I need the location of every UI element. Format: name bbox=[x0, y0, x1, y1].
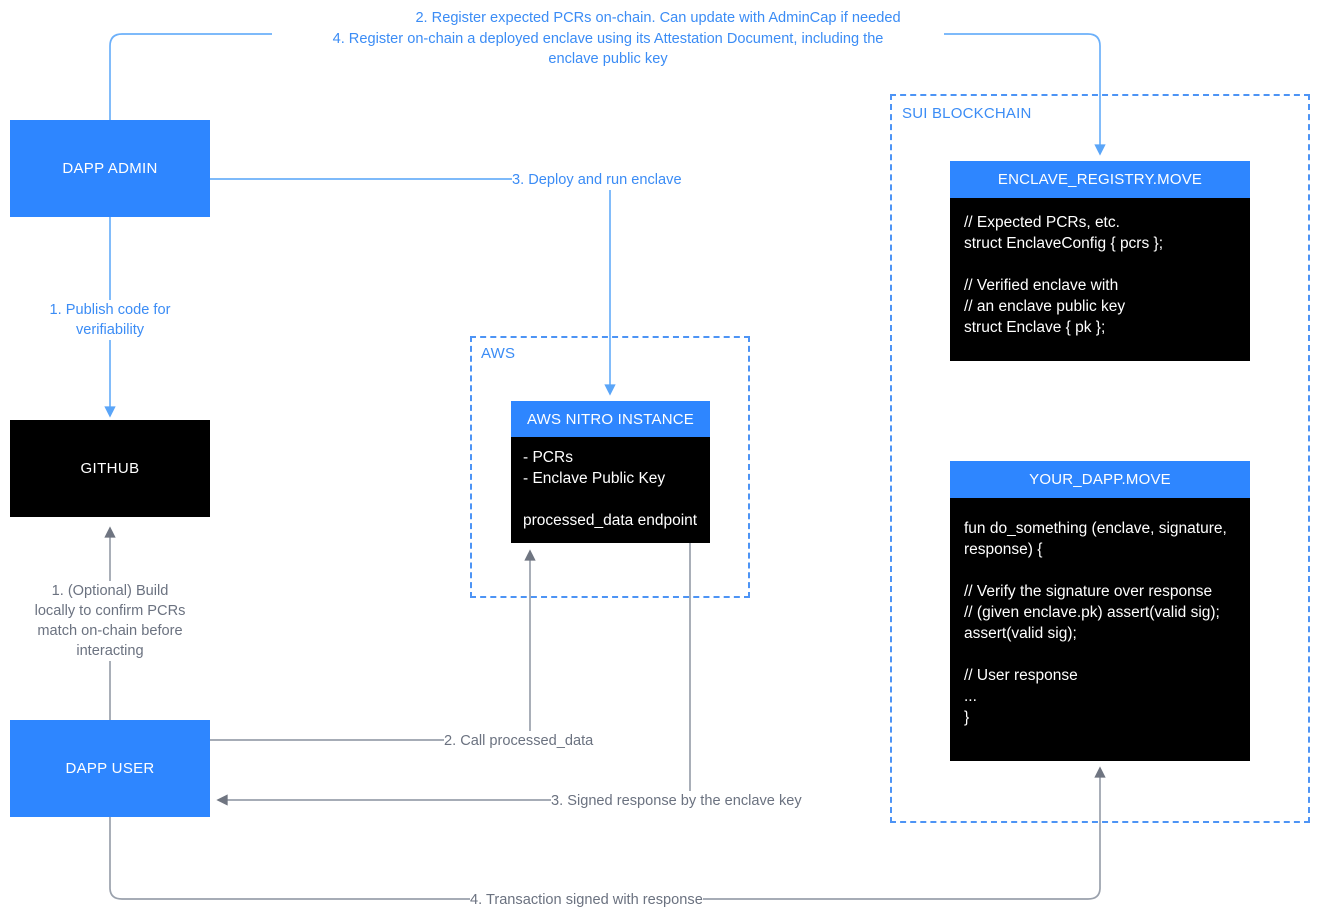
node-your-dapp-code: fun do_something (enclave, signature, re… bbox=[950, 498, 1250, 761]
node-aws-nitro-body: - PCRs - Enclave Public Key processed_da… bbox=[511, 437, 710, 543]
edge-label-publish-code-1: 1. Publish code for bbox=[10, 300, 210, 320]
group-sui-blockchain bbox=[890, 94, 1310, 823]
edge-label-deploy-run-enclave: 3. Deploy and run enclave bbox=[512, 170, 682, 190]
group-aws bbox=[470, 336, 750, 598]
node-aws-nitro-title: AWS NITRO INSTANCE bbox=[511, 401, 710, 437]
node-enclave-registry-title: ENCLAVE_REGISTRY.MOVE bbox=[950, 161, 1250, 198]
edge-label-transaction-signed: 4. Transaction signed with response bbox=[470, 890, 703, 910]
node-your-dapp-move[interactable]: YOUR_DAPP.MOVE fun do_something (enclave… bbox=[950, 461, 1250, 761]
edge-label-build-locally-2: locally to confirm PCRs bbox=[10, 601, 210, 621]
node-dapp-user[interactable]: DAPP USER bbox=[10, 720, 210, 817]
node-enclave-registry-code: // Expected PCRs, etc. struct EnclaveCon… bbox=[950, 198, 1250, 361]
node-aws-nitro-instance[interactable]: AWS NITRO INSTANCE - PCRs - Enclave Publ… bbox=[511, 401, 710, 543]
node-dapp-user-label: DAPP USER bbox=[65, 760, 155, 777]
edge-label-register-pcrs: 2. Register expected PCRs on-chain. Can … bbox=[322, 8, 994, 28]
node-github[interactable]: GITHUB bbox=[10, 420, 210, 517]
node-dapp-admin[interactable]: DAPP ADMIN bbox=[10, 120, 210, 217]
node-your-dapp-title: YOUR_DAPP.MOVE bbox=[950, 461, 1250, 498]
edge-label-build-locally-3: match on-chain before bbox=[10, 621, 210, 641]
group-label-sui-top: SUI BLOCKCHAIN bbox=[897, 105, 1037, 122]
edge-label-build-locally-4: interacting bbox=[10, 641, 210, 661]
edge-label-build-locally-1: 1. (Optional) Build bbox=[10, 581, 210, 601]
node-github-label: GITHUB bbox=[80, 460, 140, 477]
group-label-aws: AWS bbox=[476, 345, 521, 362]
edge-label-signed-response: 3. Signed response by the enclave key bbox=[551, 791, 802, 811]
edge-label-call-processed-data: 2. Call processed_data bbox=[444, 731, 594, 751]
node-dapp-admin-label: DAPP ADMIN bbox=[62, 160, 158, 177]
edge-label-publish-code-2: verifiability bbox=[10, 320, 210, 340]
edge-label-register-enclave-2: enclave public key bbox=[272, 49, 944, 69]
node-enclave-registry-move[interactable]: ENCLAVE_REGISTRY.MOVE // Expected PCRs, … bbox=[950, 161, 1250, 361]
edge-label-register-enclave-1: 4. Register on-chain a deployed enclave … bbox=[272, 29, 944, 49]
